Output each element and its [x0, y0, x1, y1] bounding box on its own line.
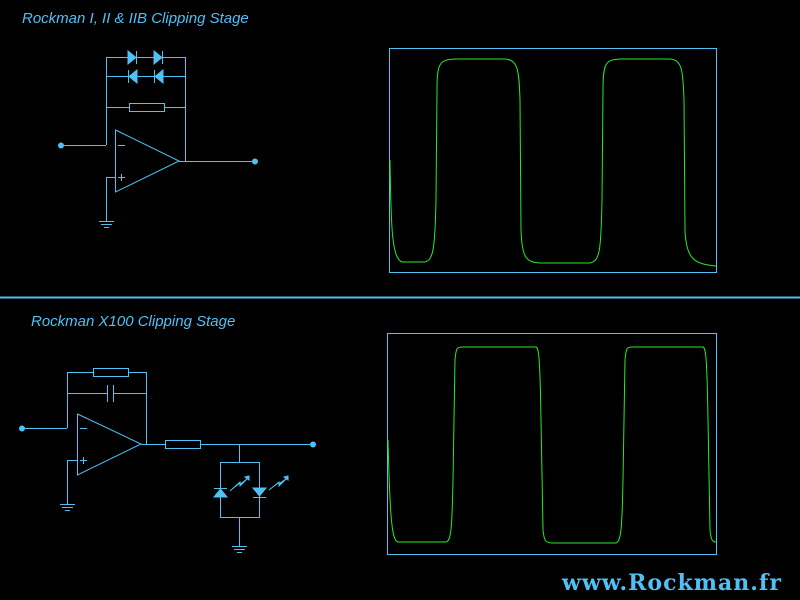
op-amp [115, 129, 181, 193]
oscilloscope-frame-bottom [387, 333, 717, 555]
ground-icon [60, 504, 75, 511]
op-amp [77, 413, 143, 476]
feedback-resistor [129, 103, 165, 112]
output-terminal [252, 158, 258, 165]
led-pair-loop [220, 462, 260, 518]
ground-icon [99, 221, 114, 228]
waveform-hard-clipping [387, 346, 717, 544]
output-terminal [310, 441, 316, 448]
input-terminal [19, 425, 25, 432]
feedback-resistor [93, 368, 129, 377]
diode-pair-forward [127, 49, 163, 66]
diode-pair-reverse [128, 68, 164, 85]
input-terminal [58, 142, 64, 149]
circuit-rockman-x100 [19, 368, 316, 553]
led-icon [251, 475, 289, 498]
series-resistor [165, 440, 201, 449]
ground-icon [232, 546, 247, 553]
waveform-soft-clipping [389, 58, 717, 267]
site-logo: www.Rockman.fr [561, 570, 782, 596]
oscilloscope-frame-top [389, 48, 717, 273]
circuit-rockman-1-2-2b [58, 49, 258, 228]
led-icon [212, 475, 250, 498]
section-title-bottom: Rockman X100 Clipping Stage [31, 313, 236, 330]
section-title-top: Rockman I, II & IIB Clipping Stage [22, 10, 249, 27]
